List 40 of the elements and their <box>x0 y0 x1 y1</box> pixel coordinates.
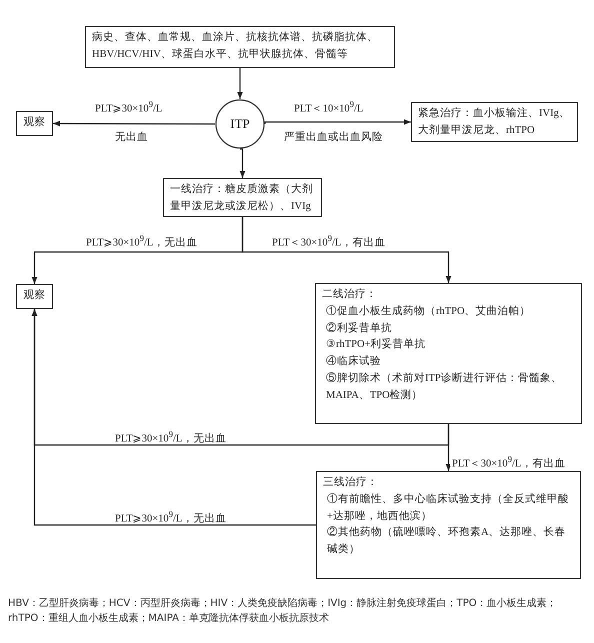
box-text: ③rhTPO+利妥昔单抗 <box>325 337 427 352</box>
edge-label: PLT＜30×10$^{9}$/L，有出血 <box>270 232 388 245</box>
box-text: ②其他药物（硫唑嘌呤、环孢素A、达那唑、长春碱类） <box>326 525 567 558</box>
arrow <box>446 424 452 471</box>
arrow <box>264 119 411 125</box>
box-text: ①有前瞻性、多中心临床试验支持（全反式维甲酸+达那唑，地西他滨） <box>326 492 570 524</box>
edge-label: PLT⩾30×10$^{9}$/L <box>93 98 164 111</box>
process-box <box>85 26 395 68</box>
arrow <box>240 148 246 178</box>
box-heading: 二线治疗： <box>322 287 378 302</box>
box-text: ④临床试验 <box>325 354 382 370</box>
edge-label: PLT＜10×10$^{9}$/L <box>292 98 366 111</box>
edge-label: PLT＜30×10$^{9}$/L，有出血 <box>450 453 568 466</box>
box-text: ②利妥昔单抗 <box>325 321 393 336</box>
process-box <box>411 102 578 142</box>
arrow <box>53 120 215 126</box>
box-text: 紧急治疗：血小板输注、IVIg、大剂量甲泼尼龙、rhTPO <box>418 106 571 138</box>
process-box <box>163 178 322 217</box>
box-text: ITP <box>230 114 250 133</box>
arrow <box>237 68 243 99</box>
process-box <box>16 284 53 309</box>
process-box <box>316 471 581 579</box>
process-box <box>16 111 53 136</box>
edge-label: PLT⩾30×10$^{9}$/L，无出血 <box>113 508 228 521</box>
box-text: 观察 <box>22 115 46 130</box>
edge-label: PLT⩾30×10$^{9}$/L，无出血 <box>113 428 228 441</box>
box-text: 病史、查体、血常规、血涂片、抗核抗体谱、抗磷脂抗体、HBV/HCV/HIV、球蛋白水平、抗甲状腺抗体、骨髓等 <box>92 30 379 62</box>
footnote: HBV：乙型肝炎病毒；HCV：丙型肝炎病毒；HIV：人类免疫缺陷病毒；IVIg：静脉注射免疫球蛋白；TPO：血小板生成素；rhTPO：重组人血小板生成素；MAIPA：单克隆抗体俘获血小板抗原技术 <box>8 596 558 626</box>
box-text: ⑤脾切除术（术前对ITP诊断进行评估：骨髓象、MAIPA、TPO检测） <box>325 371 563 403</box>
box-text: 观察 <box>22 288 46 303</box>
condition-text: 无出血 <box>113 131 150 144</box>
start-circle <box>215 99 265 149</box>
arrow <box>32 309 316 526</box>
edge-label: PLT⩾30×10$^{9}$/L，无出血 <box>84 232 200 245</box>
arrow <box>242 217 452 283</box>
box-heading: 三线治疗： <box>323 475 379 490</box>
box-text: ①促血小板生成药物（rhTPO、艾曲泊帕） <box>325 304 532 319</box>
process-box <box>315 283 582 424</box>
box-text: 一线治疗：糖皮质激素（大剂量甲泼尼龙或泼尼松）、IVIg <box>170 182 314 214</box>
condition-text: 严重出血或出血风险 <box>282 131 385 144</box>
